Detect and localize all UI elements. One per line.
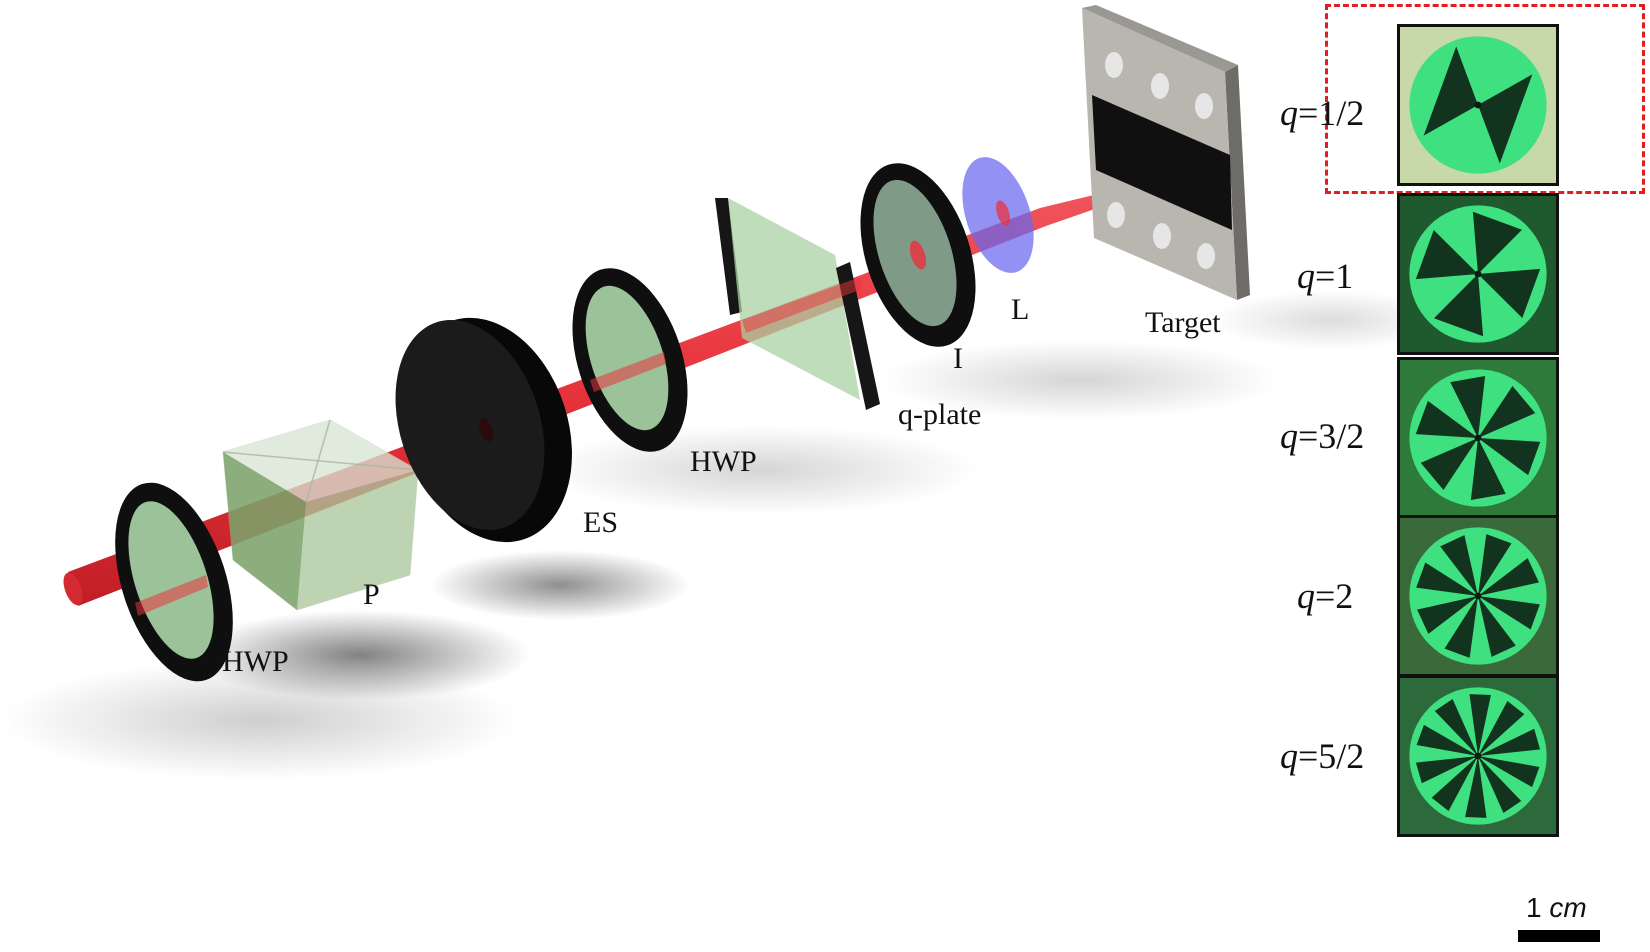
sample-brush — [1440, 535, 1478, 596]
sample-brush — [1478, 74, 1533, 164]
q-plate-sample-image-1 — [1397, 24, 1559, 186]
sample-pattern-3 — [1400, 360, 1556, 516]
sample-brush — [1478, 268, 1541, 318]
sample-brush — [1434, 274, 1484, 337]
label-hwp-2: HWP — [690, 445, 757, 478]
q-plate-optic — [715, 198, 880, 410]
sample-brush — [1450, 376, 1486, 438]
q-plate-sample-image-4 — [1397, 515, 1559, 677]
sample-brush — [1415, 400, 1478, 438]
sample-pattern-2 — [1400, 196, 1556, 352]
q-label-2: q=1 — [1297, 256, 1354, 296]
lens-optic — [962, 157, 1034, 273]
sample-brush — [1478, 558, 1539, 596]
iris-optic — [860, 163, 976, 347]
sample-brush — [1478, 534, 1512, 596]
label-polarizer: P — [363, 578, 380, 611]
sample-brush — [1415, 756, 1478, 784]
sample-brush — [1444, 596, 1478, 658]
label-hwp-1: HWP — [222, 645, 289, 678]
polarizer-cube — [222, 419, 419, 611]
sample-pattern-1 — [1400, 27, 1556, 183]
q-label-3: q=3/2 — [1280, 416, 1365, 456]
q-label-4: q=2 — [1297, 576, 1354, 616]
label-target: Target — [1145, 306, 1221, 339]
hwp-1-optic — [115, 482, 233, 682]
sample-pattern-5 — [1400, 678, 1556, 834]
sample-brush — [1415, 230, 1478, 280]
hwp-2-optic — [572, 268, 688, 452]
target-block — [1082, 5, 1250, 300]
sample-brush — [1431, 756, 1478, 812]
es-disc — [395, 317, 572, 543]
scale-bar — [1518, 930, 1600, 942]
sample-brush — [1478, 756, 1522, 813]
label-q-plate: q-plate — [898, 398, 982, 431]
sample-brush — [1478, 596, 1516, 657]
q-plate-sample-image-2 — [1397, 193, 1559, 355]
scale-bar-label: 1 cm — [1526, 892, 1587, 923]
sample-brush — [1478, 700, 1525, 756]
sample-brush — [1417, 596, 1478, 634]
q-plate-sample-image-5 — [1397, 675, 1559, 837]
q-label-1: q=1/2 — [1280, 93, 1365, 133]
label-lens: L — [1011, 293, 1030, 326]
sample-brush — [1469, 694, 1491, 756]
sample-brush — [1472, 211, 1522, 274]
sample-brush — [1478, 756, 1540, 788]
sample-brush — [1416, 562, 1478, 596]
sample-brush — [1434, 699, 1478, 756]
sample-pattern-4 — [1400, 518, 1556, 674]
label-es: ES — [583, 506, 619, 539]
sample-brush — [1423, 46, 1478, 136]
label-iris: I — [953, 342, 963, 375]
sample-brush — [1465, 756, 1487, 818]
sample-brush — [1478, 728, 1541, 756]
sample-brush — [1478, 386, 1536, 438]
q-label-5: q=5/2 — [1280, 736, 1365, 776]
highlight-box — [1325, 4, 1645, 194]
sample-brush — [1420, 438, 1478, 490]
sample-brush — [1478, 596, 1540, 630]
sample-brush — [1416, 724, 1478, 756]
sample-brush — [1478, 438, 1541, 476]
sample-brush — [1470, 438, 1506, 500]
q-plate-sample-image-3 — [1397, 357, 1559, 519]
